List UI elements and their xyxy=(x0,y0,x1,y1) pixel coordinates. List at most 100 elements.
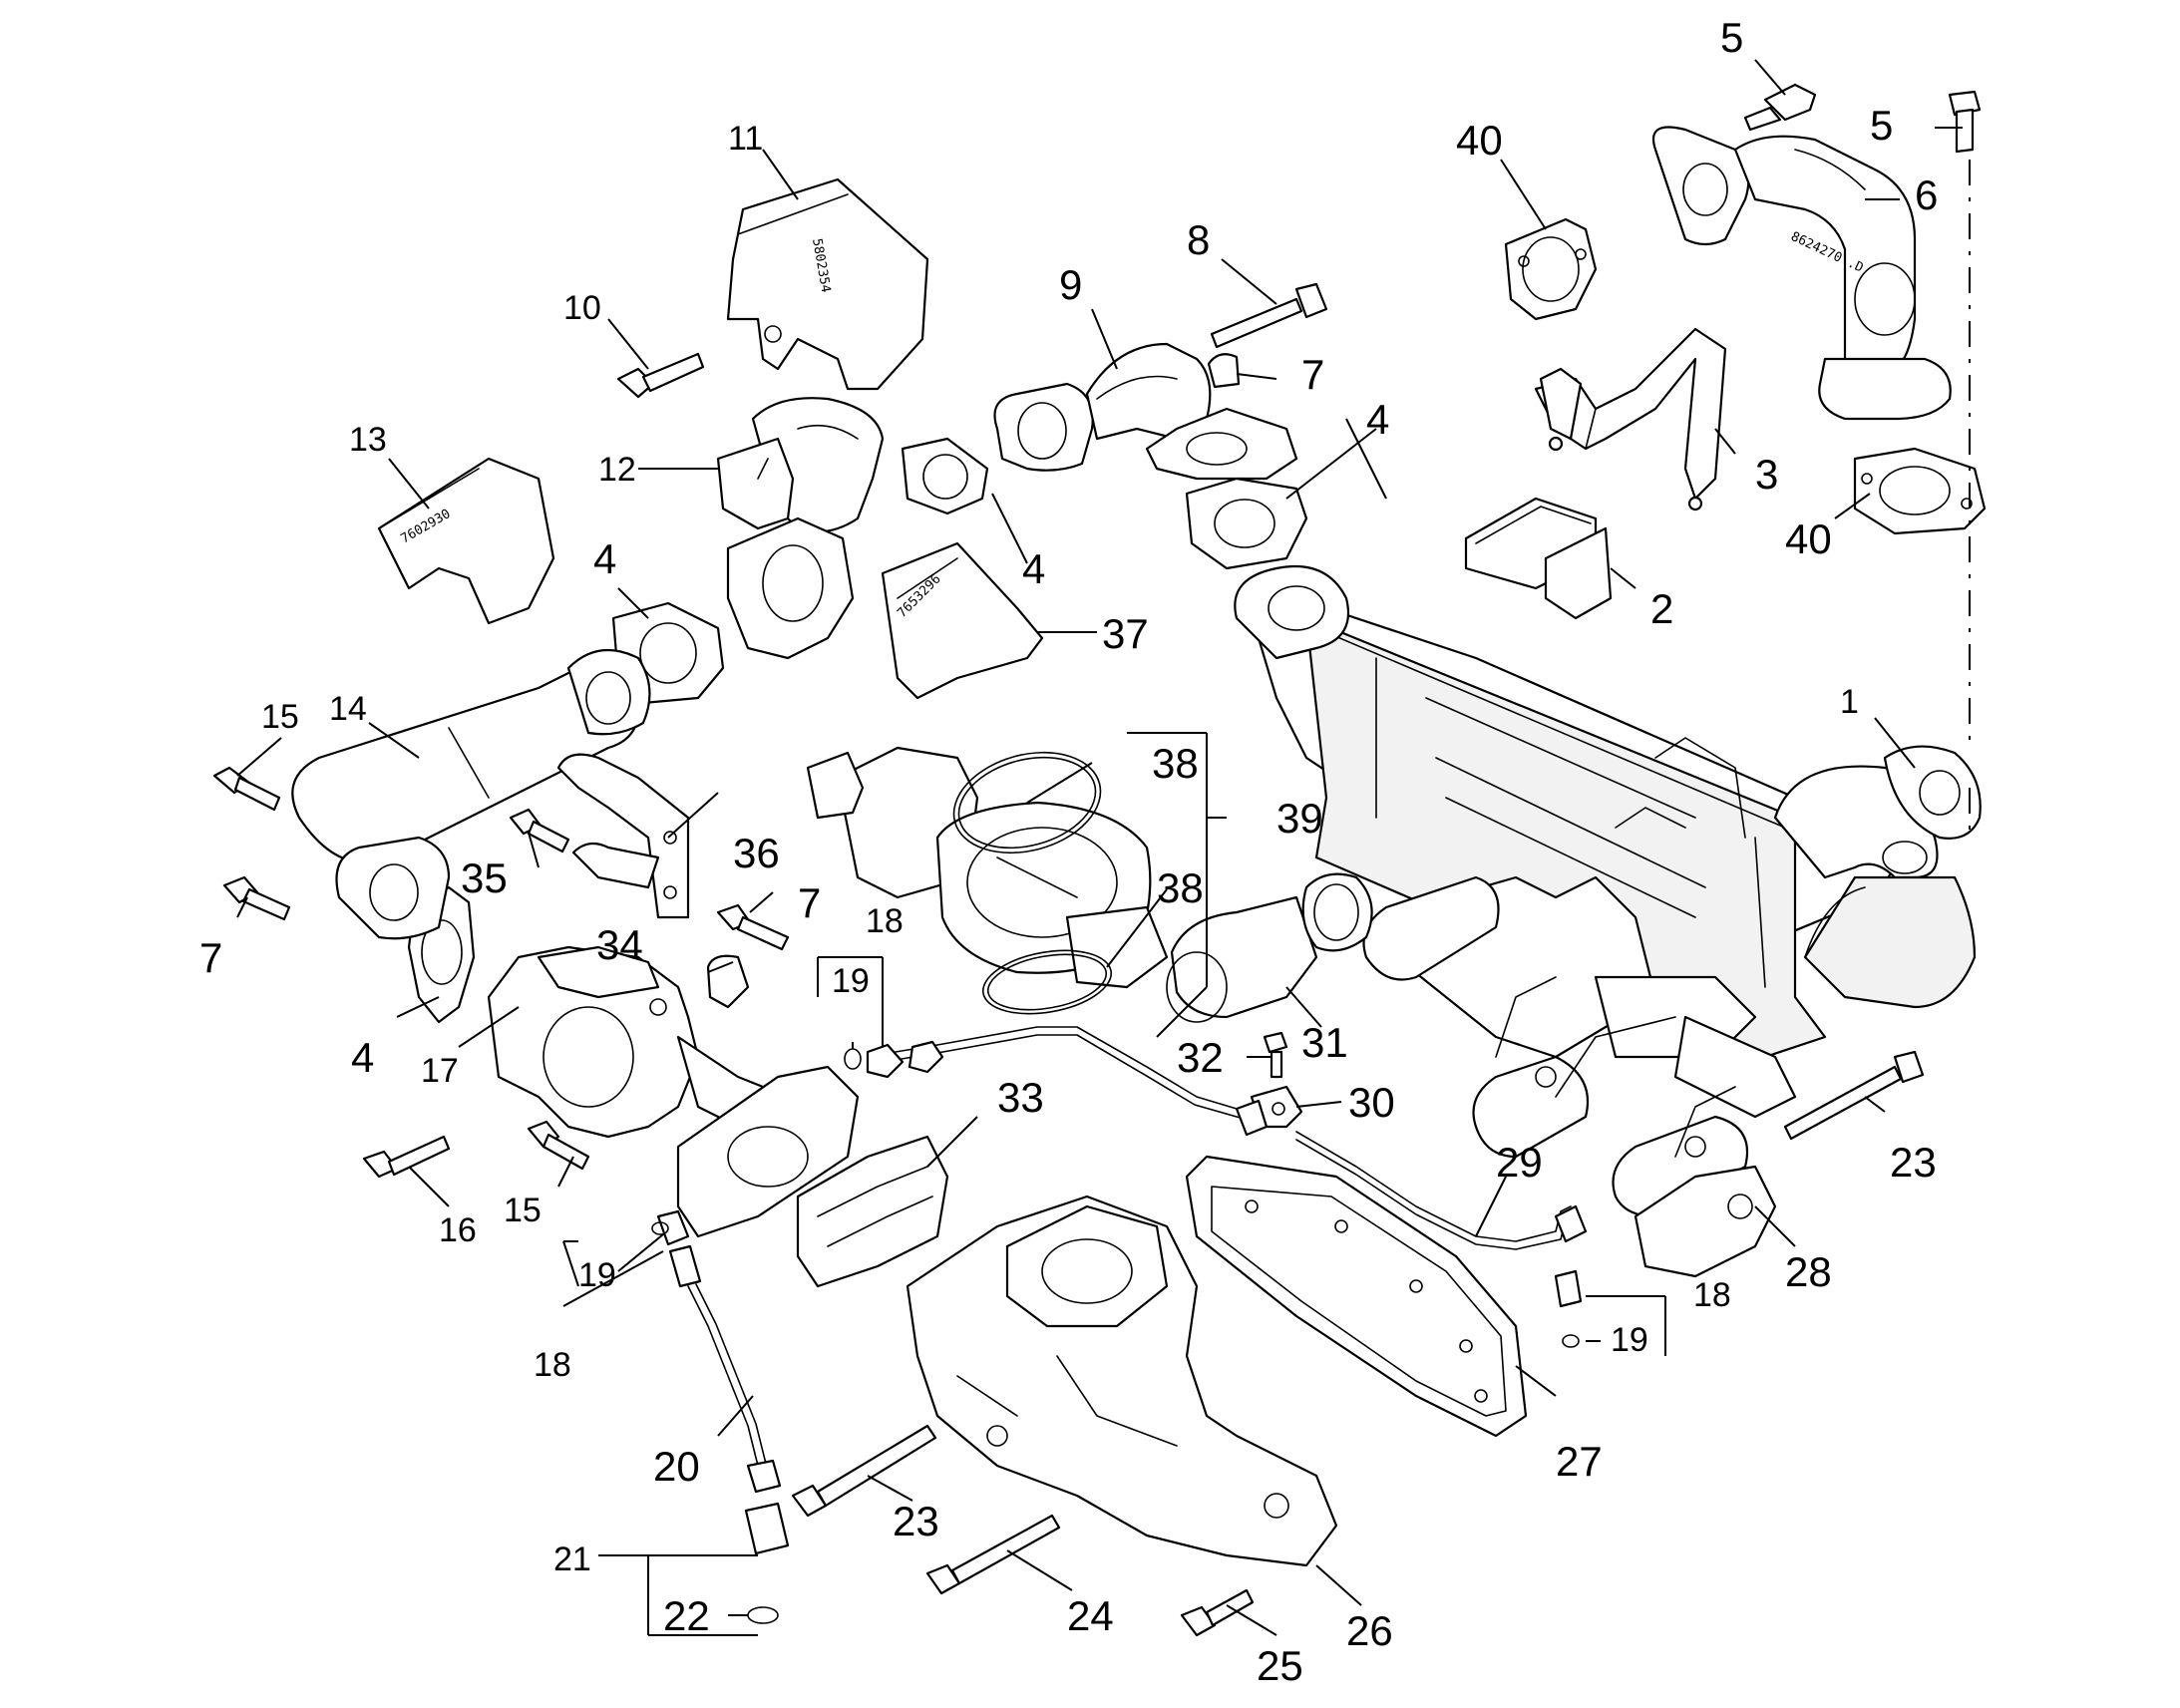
pipe-part-29 xyxy=(877,1026,1588,1250)
callout-7a: 7 xyxy=(199,934,222,981)
callout-28: 28 xyxy=(1785,1248,1832,1295)
callout-20: 20 xyxy=(653,1443,700,1490)
clamp-part-2 xyxy=(1464,497,1613,620)
callout-27: 27 xyxy=(1556,1438,1603,1485)
bolt-part-24 xyxy=(925,1514,1061,1595)
bolt-part-8 xyxy=(1210,282,1328,349)
callout-40b: 40 xyxy=(1785,515,1832,562)
callout-17: 17 xyxy=(421,1052,459,1090)
gasket-part-4a xyxy=(901,437,989,515)
callout-16: 16 xyxy=(439,1211,477,1249)
washer-part-19a xyxy=(844,1048,862,1070)
callout-18a: 18 xyxy=(866,902,904,940)
callout-5b: 5 xyxy=(1870,102,1893,149)
callout-25: 25 xyxy=(1257,1642,1303,1689)
egr-cooler-part-1 xyxy=(1234,564,1982,1218)
tube-part-31 xyxy=(1166,872,1373,1023)
callout-15a: 15 xyxy=(261,698,299,736)
callout-38a: 38 xyxy=(1152,740,1199,787)
fitting-part-18a xyxy=(866,1040,944,1079)
bracket-part-36 xyxy=(556,753,690,919)
callout-33: 33 xyxy=(997,1074,1044,1121)
o-ring-part-38a xyxy=(952,751,1102,854)
bolt-part-32 xyxy=(1263,1031,1288,1079)
bolt-part-5a xyxy=(1743,83,1817,132)
callout-23a: 23 xyxy=(893,1498,939,1544)
egr-valve-part-12 xyxy=(716,397,885,660)
manifold-part-26 xyxy=(906,1195,1338,1567)
callout-12: 12 xyxy=(598,451,636,489)
washer-part-19c xyxy=(1562,1334,1580,1348)
callout-24: 24 xyxy=(1067,1592,1114,1639)
heat-shield-part-13: 7602930 xyxy=(377,457,555,625)
elbow-pipe-part-9 xyxy=(993,342,1298,481)
callout-21: 21 xyxy=(553,1540,591,1578)
gasket-part-40b xyxy=(1853,447,1987,535)
bracket-part-28 xyxy=(1634,1165,1777,1278)
callout-32: 32 xyxy=(1177,1034,1224,1081)
gasket-part-4b xyxy=(1185,477,1308,570)
flange-part-17b xyxy=(676,1065,860,1238)
bolt-part-16 xyxy=(362,1135,451,1179)
callout-7c: 7 xyxy=(1301,351,1324,398)
callout-39: 39 xyxy=(1276,795,1323,842)
bracket-part-37: 7653296 xyxy=(881,541,1044,700)
callout-1: 1 xyxy=(1840,683,1859,721)
callout-2: 2 xyxy=(1650,585,1673,632)
bolt-part-23b xyxy=(1783,1050,1925,1141)
callout-38b: 38 xyxy=(1157,864,1204,911)
bolt-part-5b xyxy=(1948,90,1982,154)
strap-bracket-part-3 xyxy=(1534,327,1727,512)
callout-14: 14 xyxy=(329,690,367,728)
callout-19c: 19 xyxy=(1611,1321,1648,1359)
callout-19b: 19 xyxy=(578,1256,616,1294)
callout-3: 3 xyxy=(1755,451,1778,498)
callout-35: 35 xyxy=(461,854,508,901)
callout-40a: 40 xyxy=(1456,117,1503,164)
callout-23b: 23 xyxy=(1890,1139,1937,1186)
heat-shield-part-11: 5802354 xyxy=(726,177,929,391)
callout-4b: 4 xyxy=(1366,396,1389,443)
callout-26: 26 xyxy=(1346,1607,1393,1654)
callout-30: 30 xyxy=(1348,1079,1395,1126)
gasket-part-27 xyxy=(1185,1155,1528,1438)
callout-5a: 5 xyxy=(1720,14,1743,61)
egr-housing-part-17 xyxy=(487,945,800,1139)
callout-4a: 4 xyxy=(1022,545,1045,592)
bolt-part-7a xyxy=(222,875,291,921)
callout-9: 9 xyxy=(1059,261,1082,308)
callout-22: 22 xyxy=(663,1592,710,1639)
bolt-part-15a xyxy=(212,766,281,812)
o-ring-part-38b xyxy=(981,949,1113,1015)
bolt-part-15b xyxy=(527,1120,590,1171)
bolt-part-23a xyxy=(791,1424,937,1518)
callout-29: 29 xyxy=(1496,1139,1543,1186)
callout-6: 6 xyxy=(1915,171,1938,218)
callout-31: 31 xyxy=(1301,1019,1348,1066)
callout-8: 8 xyxy=(1187,216,1210,263)
pad-part-33 xyxy=(796,1135,949,1288)
bolt-part-7b xyxy=(716,903,790,951)
bolt-part-35 xyxy=(509,808,570,854)
callout-15b: 15 xyxy=(504,1192,542,1229)
callout-4d: 4 xyxy=(351,1034,374,1081)
callout-labels: 1 2 3 4 4 4 4 5 5 6 7 7 7 8 9 10 11 12 1… xyxy=(199,14,1938,1689)
fitting-part-18b xyxy=(656,1209,702,1288)
callout-18b: 18 xyxy=(534,1346,571,1384)
callout-34: 34 xyxy=(596,921,643,968)
callout-10: 10 xyxy=(563,289,601,327)
callout-36: 36 xyxy=(733,830,780,876)
bolt-part-10 xyxy=(616,352,705,399)
washer-part-22 xyxy=(747,1606,779,1624)
callout-18c: 18 xyxy=(1693,1276,1731,1314)
bolt-part-25 xyxy=(1180,1588,1255,1637)
pipe-part-14 xyxy=(291,648,651,940)
callout-11: 11 xyxy=(728,120,763,158)
fitting-part-18c xyxy=(1554,1269,1583,1308)
leader-lines xyxy=(236,59,1963,1636)
callout-19a: 19 xyxy=(832,962,870,1000)
gasket-part-40a xyxy=(1504,217,1598,321)
throttle-body-part-39 xyxy=(806,746,1169,989)
callout-37: 37 xyxy=(1102,610,1149,657)
